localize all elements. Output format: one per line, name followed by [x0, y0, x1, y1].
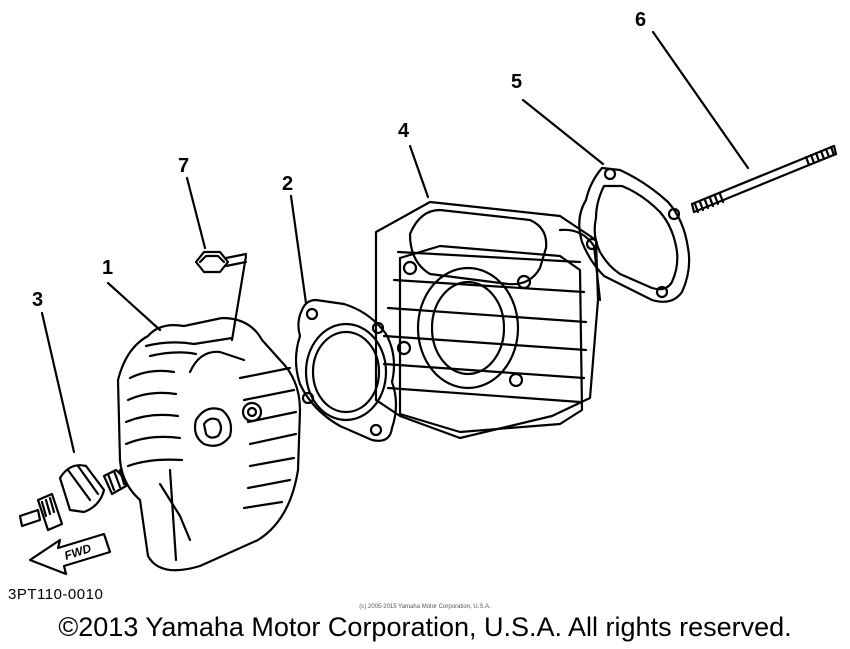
thermo-unit-3	[18, 464, 128, 532]
diagram-part-code: 3PT110-0010	[8, 586, 104, 603]
leader-lines	[40, 30, 750, 454]
callout-1: 1	[102, 257, 114, 279]
leader-line-2	[289, 194, 308, 305]
leader-line-7	[185, 176, 207, 250]
copyright-text: ©2013 Yamaha Motor Corporation, U.S.A. A…	[58, 612, 792, 642]
leader-line-4	[408, 144, 430, 199]
callout-6: 6	[635, 9, 647, 31]
fwd-arrow	[28, 532, 112, 576]
leader-line-1	[106, 281, 162, 332]
callout-4: 4	[398, 120, 410, 142]
nut-7	[194, 250, 248, 342]
small-copyright-note: (c) 2005-2015 Yamaha Motor Corporation, …	[359, 604, 491, 610]
leader-line-6	[651, 30, 750, 170]
leader-line-5	[521, 98, 605, 166]
callout-3: 3	[32, 289, 44, 311]
callout-2: 2	[282, 173, 294, 195]
base-gasket-5	[578, 166, 691, 303]
cylinder-4	[374, 200, 602, 440]
cylinder-head-1	[116, 316, 302, 572]
callout-7: 7	[178, 155, 190, 177]
head-gasket-2	[294, 298, 398, 442]
callout-5: 5	[511, 71, 523, 93]
stud-bolt-6	[690, 144, 838, 214]
leader-line-3	[40, 311, 76, 454]
